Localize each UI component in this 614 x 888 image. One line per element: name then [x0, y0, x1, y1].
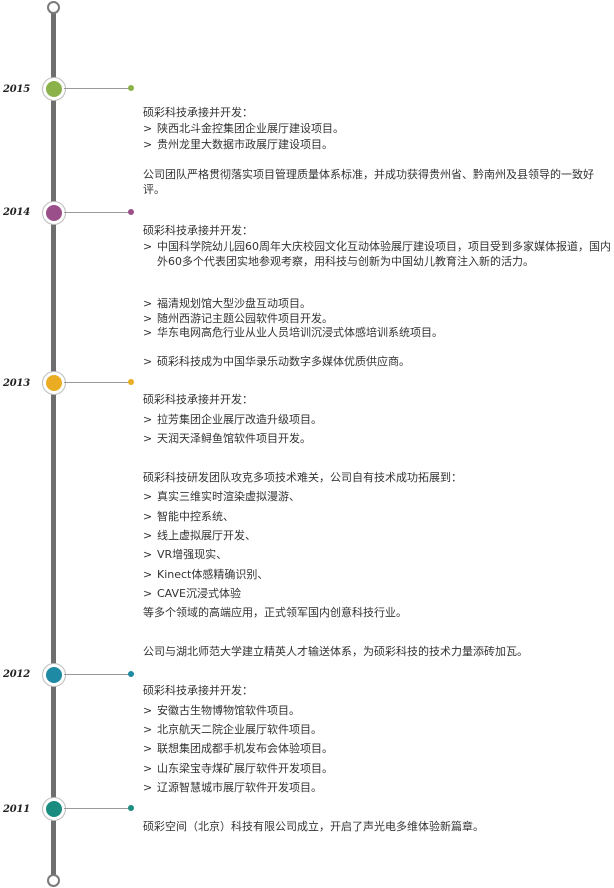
- arrow-icon: >: [143, 326, 153, 339]
- arrow-icon: >: [143, 704, 153, 717]
- list-item: >Kinect体感精确识别、: [143, 568, 269, 581]
- year-connector: [64, 88, 129, 89]
- list-item: >硕彩科技成为中国华录乐动数字多媒体优质供应商。: [143, 355, 410, 368]
- year-label-2011: 2011: [3, 804, 31, 815]
- list-item: >真实三维实时渲染虚拟漫游、: [143, 490, 300, 503]
- year-marker-fill: [46, 375, 62, 391]
- founding-text: 硕彩空间（北京）科技有限公司成立，开启了声光电多维体验新篇章。: [143, 820, 484, 833]
- year-marker-fill: [46, 801, 62, 817]
- arrow-icon: >: [143, 742, 153, 755]
- year-label-2015: 2015: [3, 84, 31, 95]
- arrow-icon: >: [143, 510, 153, 523]
- list-item: >陕西北斗金控集团企业展厅建设项目。: [143, 122, 344, 135]
- list-item: >福清规划馆大型沙盘互动项目。: [143, 297, 311, 310]
- year-marker-fill: [46, 205, 62, 221]
- year-label-2014: 2014: [3, 207, 31, 218]
- paragraph-2015: 公司团队严格贯彻落实项目管理质量体系标准，并成功获得贵州省、黔南州及县领导的一致…: [143, 168, 594, 196]
- arrow-icon: >: [143, 138, 153, 151]
- timeline-end-node: [47, 874, 60, 887]
- arrow-icon: >: [143, 413, 153, 426]
- arrow-icon: >: [143, 312, 153, 325]
- year-marker-fill: [46, 667, 62, 683]
- arrow-icon: >: [143, 548, 153, 561]
- list-item: >线上虚拟展厅开发、: [143, 529, 256, 542]
- arrow-icon: >: [143, 723, 153, 736]
- list-item: >VR增强现实、: [143, 548, 228, 561]
- list-item: >天润天泽鲟鱼馆软件项目开发。: [143, 432, 311, 445]
- partnership-text: 公司与湖北师范大学建立精英人才输送体系，为硕彩科技的技术力量添砖加瓦。: [143, 645, 528, 658]
- list-item: >CAVE沉浸式体验: [143, 587, 241, 600]
- list-item: >华东电网高危行业从业人员培训沉浸式体感培训系统项目。: [143, 326, 443, 339]
- list-item: >山东梁宝寺煤矿展厅软件开发项目。: [143, 762, 333, 775]
- arrow-icon: >: [143, 587, 153, 600]
- year-marker-fill: [46, 81, 62, 97]
- list-item: >拉芳集团企业展厅改造升级项目。: [143, 413, 322, 426]
- year-marker-2014: [42, 201, 66, 225]
- section-heading-2013: 硕彩科技承接并开发：: [143, 393, 253, 406]
- list-item: >智能中控系统、: [143, 510, 234, 523]
- year-marker-2011: [42, 797, 66, 821]
- connector-end-dot: [128, 85, 134, 91]
- year-label-2013: 2013: [3, 378, 31, 389]
- arrow-icon: >: [143, 490, 153, 503]
- section-heading-2015: 硕彩科技承接并开发：: [143, 106, 253, 119]
- list-item: >贵州龙里大数据市政展厅建设项目。: [143, 138, 333, 151]
- arrow-icon: >: [143, 297, 153, 310]
- arrow-icon: >: [143, 122, 153, 135]
- year-marker-2012: [42, 663, 66, 687]
- arrow-icon: >: [143, 240, 153, 253]
- year-connector: [64, 382, 129, 383]
- list-item: >随州西游记主题公园软件项目开发。: [143, 312, 333, 325]
- list-item: >联想集团成都手机发布会体验项目。: [143, 742, 333, 755]
- arrow-icon: >: [143, 355, 153, 368]
- list-item: >北京航天二院企业展厅软件项目。: [143, 723, 322, 736]
- connector-end-dot: [128, 805, 134, 811]
- year-connector: [64, 212, 129, 213]
- arrow-icon: >: [143, 781, 153, 794]
- year-label-2012: 2012: [3, 669, 31, 680]
- arrow-icon: >: [143, 432, 153, 445]
- connector-end-dot: [128, 209, 134, 215]
- section-heading-2014: 硕彩科技承接并开发：: [143, 224, 253, 237]
- connector-end-dot: [128, 379, 134, 385]
- year-marker-2015: [42, 77, 66, 101]
- arrow-icon: >: [143, 762, 153, 775]
- tech-heading: 硕彩科技研发团队攻克多项技术难关，公司自有技术成功拓展到：: [143, 471, 462, 484]
- list-item: >中国科学院幼儿园60周年大庆校园文化互动体验展厅建设项目，项目受到多家媒体报道…: [143, 240, 611, 268]
- arrow-icon: >: [143, 529, 153, 542]
- year-connector: [64, 808, 129, 809]
- year-connector: [64, 674, 129, 675]
- section-heading-2012: 硕彩科技承接并开发：: [143, 684, 253, 697]
- timeline-start-node: [47, 1, 60, 14]
- year-marker-2013: [42, 371, 66, 395]
- timeline-axis: [51, 10, 56, 878]
- list-item: >辽源智慧城市展厅软件开发项目。: [143, 781, 322, 794]
- arrow-icon: >: [143, 568, 153, 581]
- connector-end-dot: [128, 671, 134, 677]
- list-item: >安徽古生物博物馆软件项目。: [143, 704, 300, 717]
- tech-summary: 等多个领域的高端应用，正式领军国内创意科技行业。: [143, 606, 407, 619]
